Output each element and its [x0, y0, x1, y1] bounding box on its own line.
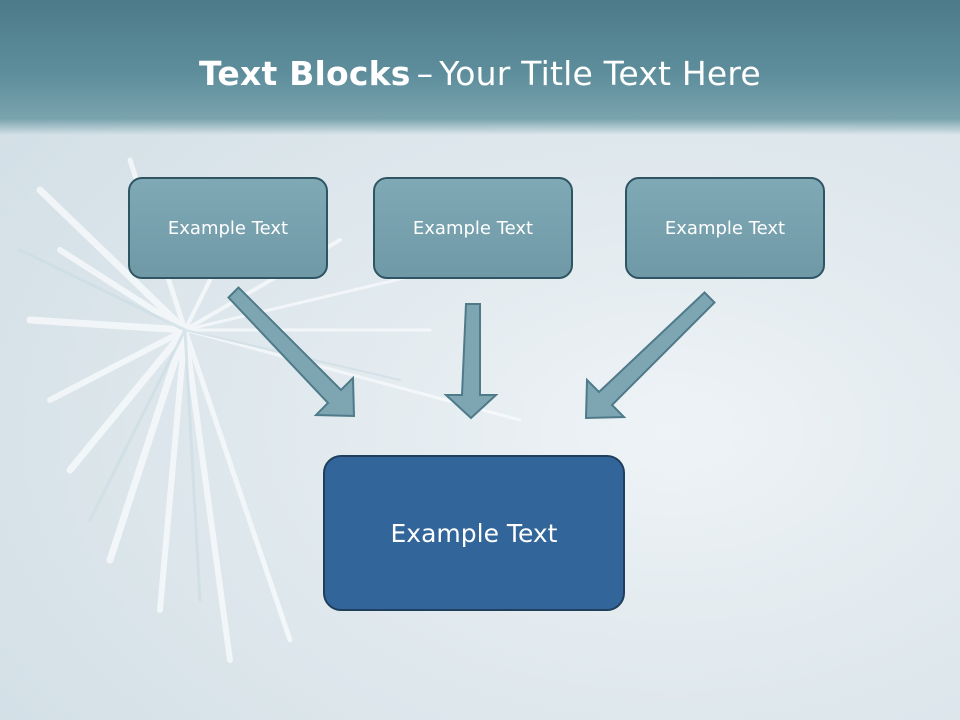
arrow-left: [227, 286, 356, 418]
example-text-box-3: Example Text: [625, 177, 825, 279]
title-dash: –: [416, 54, 434, 93]
arrow-middle: [443, 303, 499, 420]
example-text-box-3-label: Example Text: [664, 217, 786, 239]
title-bold-text: Text Blocks: [199, 54, 411, 93]
title-band: [0, 0, 960, 135]
slide-title: Text Blocks–Your Title Text Here: [0, 54, 960, 93]
example-text-box-1-label: Example Text: [167, 217, 289, 239]
example-text-box-2: Example Text: [373, 177, 573, 279]
example-text-box-2-label: Example Text: [412, 217, 534, 239]
title-rest-text: Your Title Text Here: [439, 54, 761, 93]
target-text-box: Example Text: [323, 455, 625, 611]
arrow-right: [584, 291, 716, 420]
example-text-box-1: Example Text: [128, 177, 328, 279]
target-text-box-label: Example Text: [390, 518, 558, 548]
